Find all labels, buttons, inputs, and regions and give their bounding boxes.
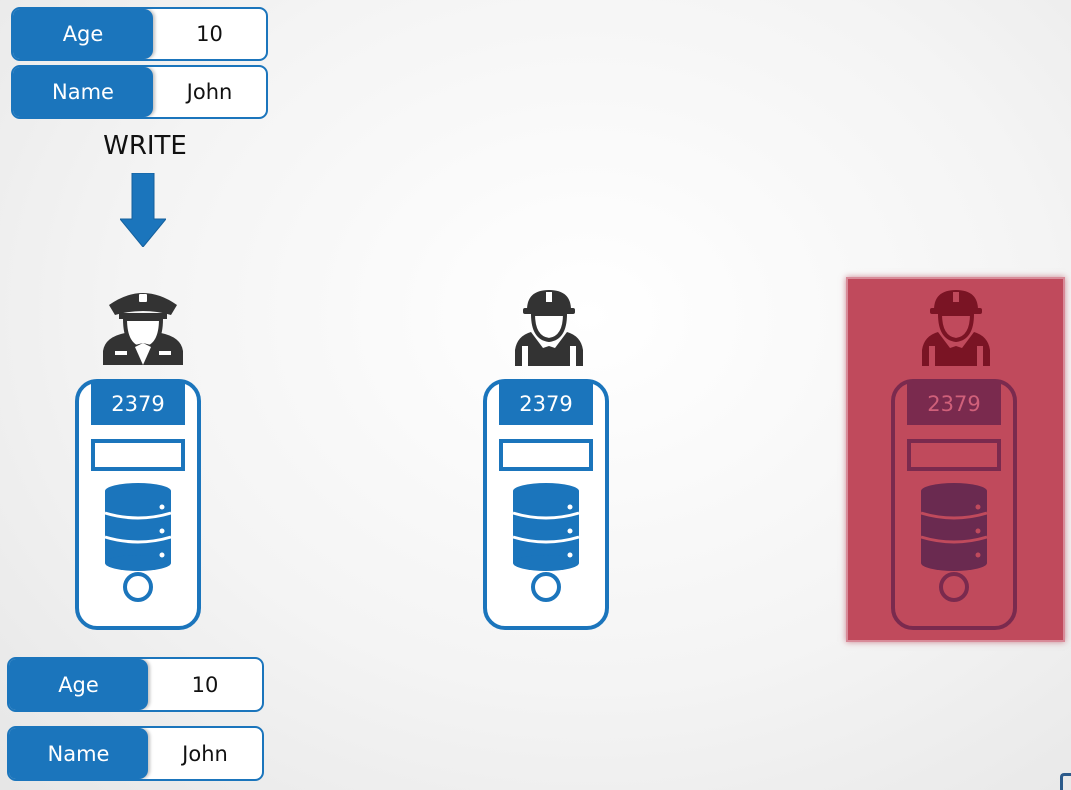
stored-record-name-field: Name John [7,726,264,781]
down-arrow-icon [120,173,166,247]
write-label: WRITE [103,131,187,161]
age-key-label: Age [13,9,153,59]
write-record-name-field: Name John [11,65,268,119]
stored-record-age-field: Age 10 [7,657,264,712]
corner-logo-icon [1060,773,1071,790]
leader-officer-icon [103,293,183,365]
name-value: John [186,80,233,104]
leader-server-icon [75,379,201,630]
failed-port-label: 2379 [927,392,981,416]
age-value: 10 [191,672,219,697]
follower-server-icon [483,379,609,630]
failed-worker-icon [922,290,990,366]
leader-port-label: 2379 [111,392,165,416]
follower-worker-icon [515,290,583,366]
name-key-label: Name [13,67,153,117]
name-key-label: Name [9,728,148,779]
write-record-age-field: Age 10 [11,7,268,61]
failed-server-icon [891,379,1017,630]
follower-port-label: 2379 [519,392,573,416]
age-value: 10 [196,22,223,46]
name-value: John [182,741,228,766]
age-key-label: Age [9,659,148,710]
